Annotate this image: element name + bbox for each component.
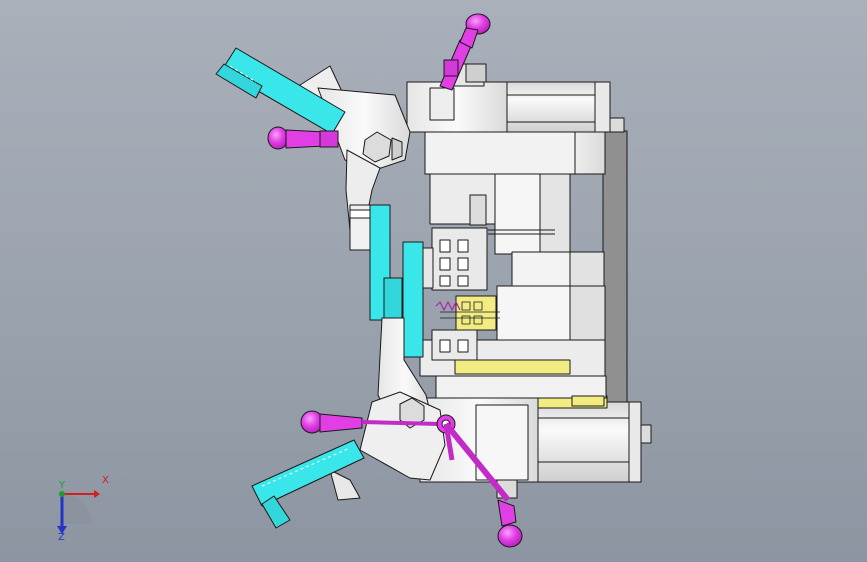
triad-axes [57, 490, 100, 534]
lower-handle-horizontal [300, 410, 441, 434]
lower-cylinder [536, 395, 630, 483]
z-axis-label: Z [58, 532, 65, 543]
upper-handle-vertical [439, 13, 491, 91]
locator-block [431, 194, 555, 361]
upper-clamp-pad [215, 47, 346, 135]
spring-element [435, 301, 461, 311]
lower-toggle-clamp [329, 317, 446, 501]
coordinate-triad: X Y Z [40, 475, 120, 548]
y-axis-marker [59, 491, 65, 497]
lower-clamp-pad [251, 439, 365, 529]
x-axis-label: X [102, 475, 109, 486]
upper-toggle-clamp [299, 63, 487, 251]
workpiece-details [440, 301, 500, 325]
lower-handle-linkage [436, 414, 523, 548]
upper-handle-horizontal [267, 126, 339, 150]
center-clamp-pads [369, 204, 434, 358]
y-axis-label: Y [59, 480, 66, 491]
